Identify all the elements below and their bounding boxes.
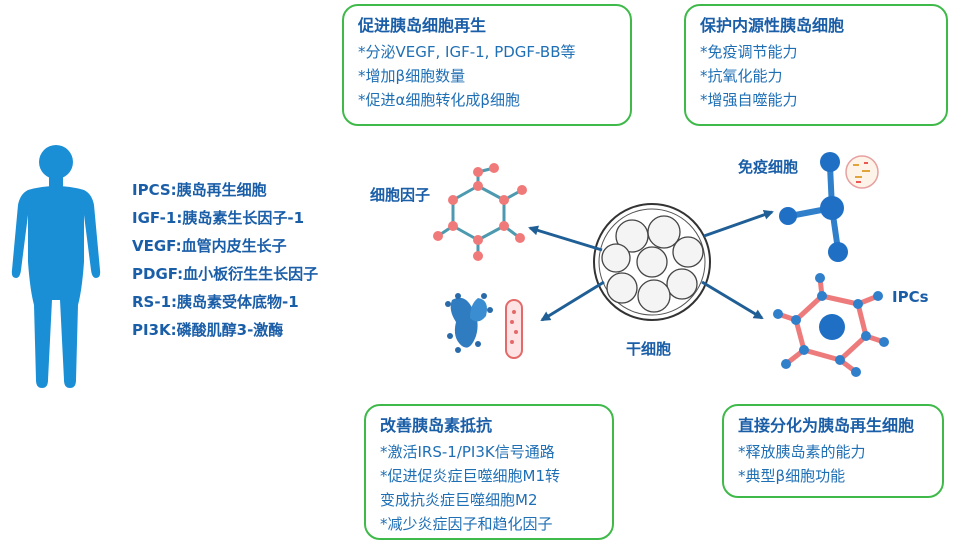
legend-item: IGF-1:胰岛素生长因子-1: [132, 209, 305, 227]
legend-item: VEGF:血管内皮生长子: [132, 237, 287, 255]
differentiation-box: 直接分化为胰岛再生细胞 *释放胰岛素的能力 *典型β细胞功能: [722, 404, 944, 498]
regeneration-box: 促进胰岛细胞再生 *分泌VEGF, IGF-1, PDGF-BB等 *增加β细胞…: [342, 4, 632, 126]
arrow-to-bacteria: [540, 280, 605, 322]
stem-cell-icon: [593, 203, 711, 321]
bacteria-pink-icon: [505, 299, 523, 359]
arrow-to-cytokine: [528, 225, 603, 252]
regeneration-box-title: 促进胰岛细胞再生: [358, 16, 487, 35]
differentiation-box-title: 直接分化为胰岛再生细胞: [738, 416, 915, 435]
regeneration-item: *增加β细胞数量: [358, 67, 466, 85]
insulin-resistance-item: 变成抗炎症巨噬细胞M2: [380, 491, 538, 509]
protection-item: *免疫调节能力: [700, 43, 798, 61]
human-body-icon: [11, 145, 101, 388]
abbreviation-legend: IPCS:胰岛再生细胞 IGF-1:胰岛素生长因子-1 VEGF:血管内皮生长子…: [132, 176, 318, 344]
insulin-resistance-item: *激活IRS-1/PI3K信号通路: [380, 443, 555, 461]
insulin-resistance-box: 改善胰岛素抵抗 *激活IRS-1/PI3K信号通路 *促进促炎症巨噬细胞M1转 …: [364, 404, 614, 540]
insulin-resistance-box-title: 改善胰岛素抵抗: [380, 416, 493, 435]
differentiation-item: *释放胰岛素的能力: [738, 443, 866, 461]
immune-cell-icon: [779, 152, 879, 262]
immune-cell-label: 免疫细胞: [738, 158, 799, 176]
differentiation-item: *典型β细胞功能: [738, 467, 846, 485]
ipcs-label: IPCs: [892, 288, 929, 306]
legend-item: IPCS:胰岛再生细胞: [132, 181, 267, 199]
protection-box: 保护内源性胰岛细胞 *免疫调节能力 *抗氧化能力 *增强自噬能力: [684, 4, 948, 126]
legend-item: PDGF:血小板衍生生长因子: [132, 265, 319, 283]
cytokine-molecule-icon: [433, 163, 527, 261]
stem-cell-label: 干细胞: [626, 340, 672, 358]
legend-item: RS-1:胰岛素受体底物-1: [132, 293, 299, 311]
arrow-to-ipcs: [701, 280, 764, 320]
legend-item: PI3K:磷酸肌醇3-激酶: [132, 321, 284, 339]
regeneration-item: *促进α细胞转化成β细胞: [358, 91, 520, 109]
protection-item: *增强自噬能力: [700, 91, 798, 109]
cytokine-label: 细胞因子: [370, 186, 431, 204]
arrow-to-immune: [703, 209, 774, 238]
insulin-resistance-item: *促进促炎症巨噬细胞M1转: [380, 467, 560, 485]
regeneration-item: *分泌VEGF, IGF-1, PDGF-BB等: [358, 43, 576, 61]
ipcs-molecule-icon: [773, 273, 889, 377]
protection-item: *抗氧化能力: [700, 67, 783, 85]
bacteria-blue-icon: [445, 293, 493, 353]
protection-box-title: 保护内源性胰岛细胞: [700, 16, 845, 35]
insulin-resistance-item: *减少炎症因子和趋化因子: [380, 515, 553, 533]
